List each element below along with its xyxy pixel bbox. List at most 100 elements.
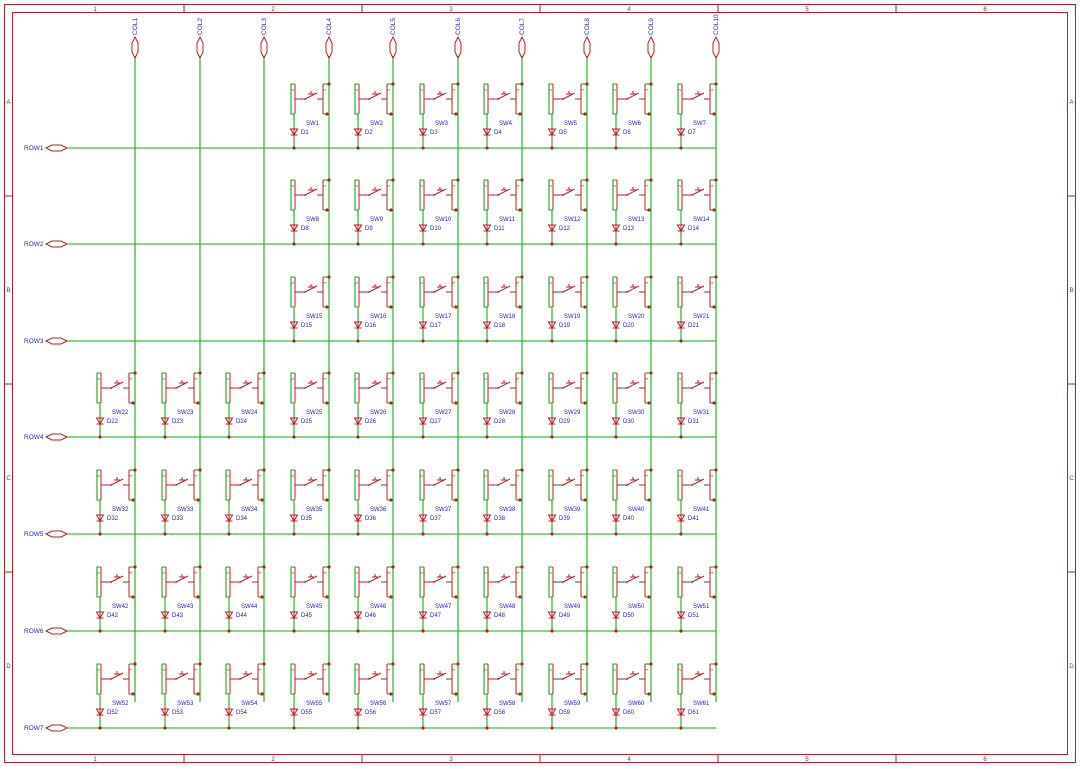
pin-number: 1: [580, 88, 585, 91]
switch-pin-wire: [419, 179, 424, 211]
row-marker-right: D: [1069, 664, 1074, 670]
switch-actuator: [566, 574, 572, 578]
junction-dot: [649, 82, 653, 86]
switch-pin-wire: [677, 469, 682, 501]
switch-label: SW32: [112, 507, 129, 513]
junction-dot: [198, 565, 202, 569]
switch-contact-dot: [175, 678, 177, 680]
switch-pin-wire: [419, 372, 424, 404]
switch-contact: [691, 575, 705, 583]
switch-contact: [497, 381, 511, 389]
switch-contact-dot: [562, 291, 564, 293]
switch-contact-dot: [239, 581, 241, 583]
column-net-label: COL9: [648, 18, 655, 35]
switch-contact: [368, 381, 382, 389]
diode-label: D59: [559, 710, 571, 716]
switch-label: SW29: [564, 410, 581, 416]
junction-dot: [131, 692, 135, 696]
junction-dot: [614, 339, 618, 343]
junction-dot: [389, 595, 393, 599]
junction-dot: [454, 112, 458, 116]
column-port: [196, 35, 204, 60]
pin-number: 1: [257, 377, 262, 380]
switch-contact: [175, 672, 189, 680]
junction-dot: [712, 208, 716, 212]
junction-dot: [550, 146, 554, 150]
diode-label: D45: [301, 613, 313, 619]
switch-label: SW37: [435, 507, 452, 513]
column-net-label: COL8: [584, 18, 591, 35]
switch-contact-dot: [626, 484, 628, 486]
junction-dot: [389, 305, 393, 309]
junction-dot: [98, 726, 102, 730]
diode-label: D35: [301, 516, 313, 522]
switch-contact-dot: [626, 291, 628, 293]
switch-label: SW31: [693, 410, 710, 416]
column-net-label: COL7: [519, 18, 526, 35]
junction-dot: [262, 662, 266, 666]
junction-dot: [98, 435, 102, 439]
junction-dot: [550, 726, 554, 730]
switch-contact: [433, 188, 447, 196]
switch-pin-wire: [290, 276, 295, 308]
pin-number: 2: [354, 571, 359, 574]
switch-actuator: [566, 187, 572, 191]
junction-dot: [583, 498, 587, 502]
switch-actuator: [179, 574, 185, 578]
switch-label: SW58: [499, 701, 516, 707]
junction-dot: [520, 565, 524, 569]
pin-number: 2: [161, 668, 166, 671]
switch-label: SW27: [435, 410, 452, 416]
junction-dot: [389, 498, 393, 502]
junction-dot: [391, 468, 395, 472]
switch-label: SW50: [628, 604, 645, 610]
switch-pin-wire: [548, 372, 553, 404]
switch-actuator: [501, 187, 507, 191]
switch-label: SW60: [628, 701, 645, 707]
switch-contact: [110, 478, 124, 486]
pin-number: 2: [419, 377, 424, 380]
junction-dot: [550, 339, 554, 343]
pin-number: 2: [225, 668, 230, 671]
pin-number: 2: [677, 377, 682, 380]
switch-actuator: [308, 187, 314, 191]
switch-contact-dot: [304, 581, 306, 583]
switch-actuator: [372, 91, 378, 95]
junction-dot: [454, 498, 458, 502]
switch-contact-dot: [368, 581, 370, 583]
diode-label: D56: [365, 710, 377, 716]
pin-number: 1: [580, 377, 585, 380]
pin-number: 2: [548, 184, 553, 187]
row-port: [44, 144, 69, 152]
junction-dot: [133, 662, 137, 666]
column-marker-top: 3: [449, 7, 453, 13]
pin-number: 1: [128, 571, 133, 574]
column-port: [260, 35, 268, 60]
pin-number: 1: [644, 474, 649, 477]
diode-label: D27: [430, 419, 442, 425]
switch-contact-dot: [175, 387, 177, 389]
switch-label: SW17: [435, 314, 452, 320]
junction-dot: [518, 208, 522, 212]
junction-dot: [456, 275, 460, 279]
switch-label: SW46: [370, 604, 387, 610]
pin-number: 2: [290, 571, 295, 574]
pin-number: 1: [193, 474, 198, 477]
junction-dot: [714, 82, 718, 86]
pin-number: 1: [386, 571, 391, 574]
pin-number: 2: [290, 281, 295, 284]
junction-dot: [712, 498, 716, 502]
junction-dot: [583, 208, 587, 212]
switch-contact: [691, 381, 705, 389]
switch-contact-dot: [497, 581, 499, 583]
junction-dot: [583, 305, 587, 309]
